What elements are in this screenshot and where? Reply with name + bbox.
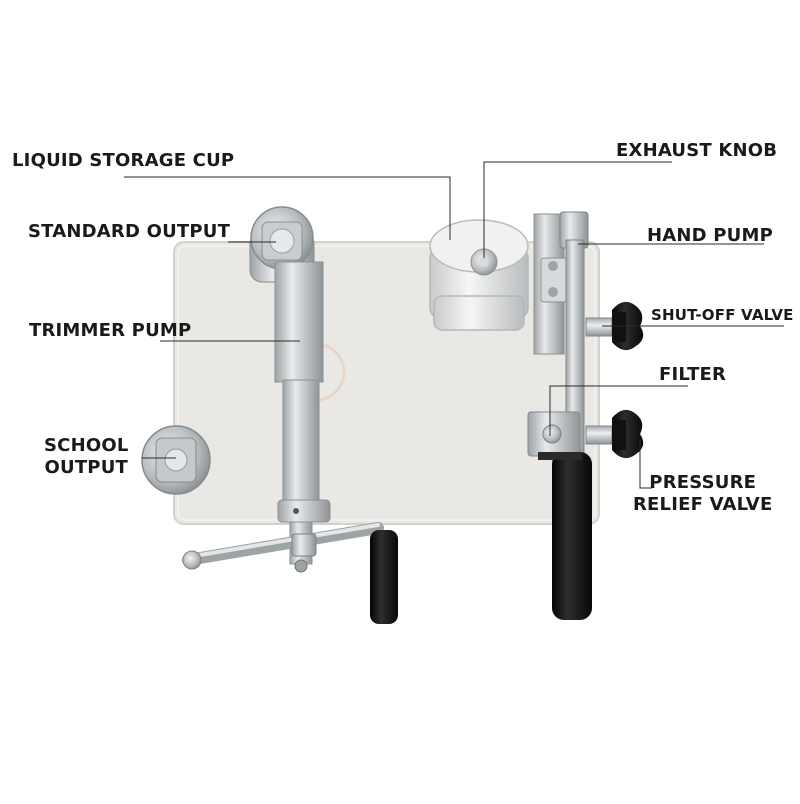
trimmer-pump [274, 261, 331, 573]
label-pressure-relief-valve: PRESSURE RELIEF VALVE [633, 472, 772, 516]
label-liquid-storage-cup: LIQUID STORAGE CUP [12, 150, 235, 171]
liquid-storage-cup [429, 219, 529, 331]
label-school-output-line2: OUTPUT [44, 457, 128, 478]
filter-block [527, 411, 582, 460]
label-pressure-relief-line1: PRESSURE [649, 472, 757, 493]
label-pressure-relief-line2: RELIEF VALVE [633, 494, 773, 515]
leader-pressure-relief-valve [639, 440, 652, 489]
hand-pump-mount [533, 213, 568, 355]
school-output-fitting [141, 425, 211, 495]
crank-handle [182, 522, 398, 624]
label-filter: FILTER [659, 364, 727, 385]
label-trimmer-pump: TRIMMER PUMP [29, 320, 192, 341]
label-school-output-line1: SCHOOL [44, 435, 129, 456]
pressure-relief-valve [585, 409, 644, 459]
leader-liquid-storage-cup [124, 176, 451, 240]
leader-lines [124, 161, 784, 489]
leader-filter [549, 385, 688, 436]
label-exhaust-knob: EXHAUST KNOB [616, 140, 778, 161]
label-standard-output: STANDARD OUTPUT [28, 221, 231, 242]
hand-pump-grip [552, 452, 592, 620]
label-school-output: SCHOOL OUTPUT [44, 435, 129, 479]
leader-exhaust-knob [483, 161, 672, 258]
hand-pump-lever [552, 211, 592, 620]
label-hand-pump: HAND PUMP [647, 225, 773, 246]
crank-grip [370, 530, 398, 624]
label-shut-off-valve: SHUT-OFF VALVE [651, 306, 794, 324]
